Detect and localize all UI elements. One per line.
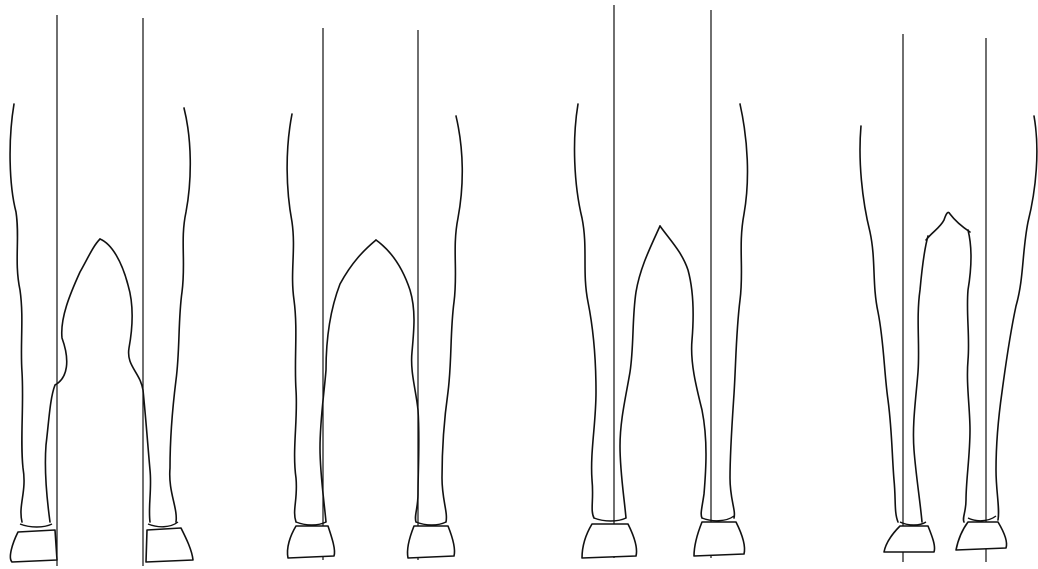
left-leg-outer-contour: [287, 114, 296, 522]
right-leg-outer-contour: [996, 116, 1037, 520]
right-coronet: [968, 516, 996, 521]
left-hoof: [884, 526, 935, 552]
left-leg-outer-contour: [575, 104, 596, 518]
inner-arch: [926, 212, 970, 240]
panel-1: [10, 15, 193, 566]
right-hoof: [146, 528, 193, 562]
panel-3: [575, 5, 748, 558]
left-coronet: [296, 522, 326, 525]
right-leg-outer-contour: [442, 116, 462, 522]
left-leg-inner-contour: [320, 240, 376, 522]
left-hoof: [582, 524, 637, 558]
panel-4: [860, 34, 1037, 562]
left-coronet: [594, 518, 626, 521]
right-leg-outer-contour: [170, 108, 191, 522]
right-hoof: [956, 522, 1007, 550]
right-leg-inner-contour: [660, 226, 706, 518]
panel-2: [287, 28, 462, 560]
left-leg-inner-contour: [45, 239, 100, 522]
left-leg-inner-contour: [913, 236, 928, 522]
right-hoof: [694, 522, 745, 556]
left-hoof: [287, 526, 334, 558]
right-leg-outer-contour: [730, 104, 747, 518]
left-leg-outer-contour: [10, 104, 24, 522]
left-hoof: [10, 530, 57, 562]
right-leg-inner-contour: [963, 230, 971, 522]
left-coronet: [20, 524, 52, 527]
right-coronet: [148, 522, 178, 527]
right-coronet: [416, 522, 446, 525]
left-leg-outer-contour: [860, 126, 898, 522]
right-coronet: [702, 516, 734, 521]
left-leg-inner-contour: [620, 226, 660, 518]
right-leg-inner-contour: [376, 240, 419, 522]
right-hoof: [407, 526, 454, 558]
